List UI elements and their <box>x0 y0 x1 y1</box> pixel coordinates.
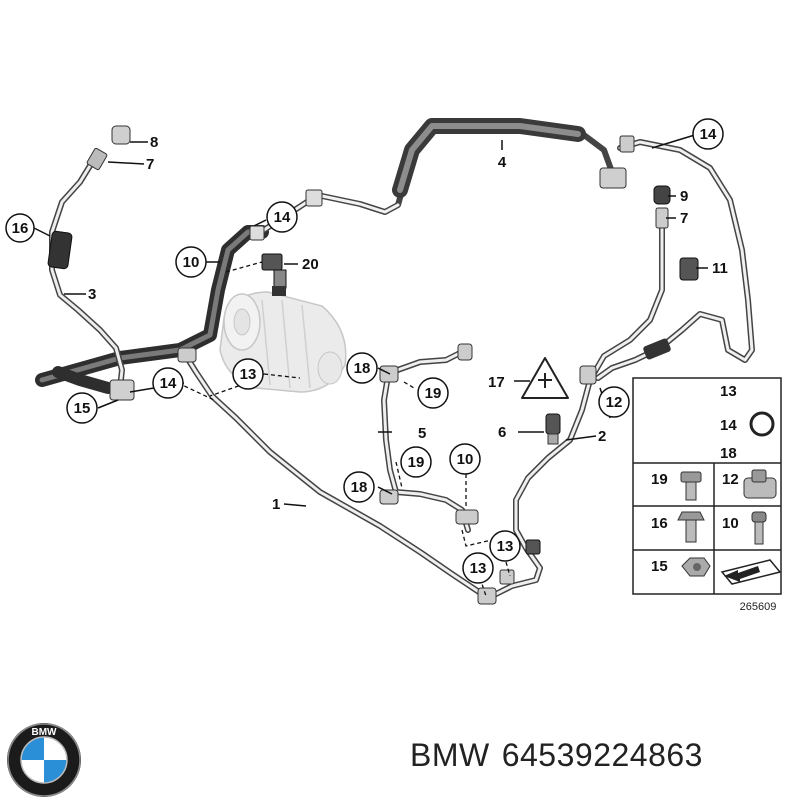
pipe-2 <box>489 185 699 599</box>
legend-table: 13 14 18 19 12 16 10 15 <box>632 377 782 595</box>
callout-20: 20 <box>302 256 319 273</box>
callout-19: 19 <box>408 454 425 471</box>
callout-7: 7 <box>146 156 154 173</box>
pipe-1 <box>177 347 497 605</box>
bolt-10-icon <box>751 511 767 545</box>
arrow-plate-icon <box>720 559 782 585</box>
callout-19: 19 <box>425 385 442 402</box>
main-hose-left <box>35 225 269 394</box>
legend-10: 10 <box>722 515 739 532</box>
warning-triangle-17 <box>521 357 569 399</box>
caption-part-number: 64539224863 <box>501 737 703 773</box>
callout-18: 18 <box>351 479 368 496</box>
legend-12: 12 <box>722 471 739 488</box>
pipe-4 <box>249 118 627 241</box>
pressure-sensor-6 <box>545 413 561 445</box>
legend-14: 14 <box>720 417 737 434</box>
callout-15: 15 <box>74 400 91 417</box>
bolt-16-icon <box>677 511 705 543</box>
callout-3: 3 <box>88 286 96 303</box>
callout-6: 6 <box>498 424 506 441</box>
bmw-logo: BMW <box>7 723 81 797</box>
callout-7: 7 <box>680 210 688 227</box>
callout-13: 13 <box>470 560 487 577</box>
leader-lines <box>33 133 708 507</box>
callout-14: 14 <box>274 209 291 226</box>
nut-15-icon <box>681 557 711 577</box>
pipe-3 <box>47 125 135 401</box>
callout-14: 14 <box>700 126 717 143</box>
callout-10: 10 <box>457 451 474 468</box>
callout-9: 9 <box>680 188 688 205</box>
legend-13: 13 <box>720 383 737 400</box>
callout-11: 11 <box>712 260 728 277</box>
callout-16: 16 <box>12 220 29 237</box>
legend-18: 18 <box>720 445 737 462</box>
o-ring-icon <box>749 411 775 437</box>
legend-19: 19 <box>651 471 668 488</box>
caption-brand: BMW <box>410 737 490 773</box>
bolt-19-icon <box>680 471 702 501</box>
callout-4: 4 <box>498 154 507 171</box>
callout-18: 18 <box>354 360 371 377</box>
svg-text:BMW: BMW <box>32 727 58 738</box>
diagram-number: 265609 <box>740 601 777 613</box>
callout-10: 10 <box>183 254 200 271</box>
pipe-5 <box>379 343 515 585</box>
callout-13: 13 <box>497 538 514 555</box>
clip-12-icon <box>743 469 777 499</box>
callout-17: 17 <box>488 374 505 391</box>
bracket-20 <box>261 253 287 296</box>
callouts: 8 7 16 3 10 14 20 14 15 13 4 14 9 7 11 1… <box>5 118 728 584</box>
callout-2: 2 <box>598 428 606 445</box>
part-caption: BMW 64539224863 <box>410 737 703 774</box>
pipe-right-loop <box>595 135 755 381</box>
callout-14: 14 <box>160 375 177 392</box>
callout-8: 8 <box>150 134 158 151</box>
callout-1: 1 <box>272 496 280 513</box>
legend-15: 15 <box>651 558 668 575</box>
callout-13: 13 <box>240 366 257 383</box>
callout-5: 5 <box>418 425 426 442</box>
callout-12: 12 <box>606 394 623 411</box>
legend-16: 16 <box>651 515 668 532</box>
